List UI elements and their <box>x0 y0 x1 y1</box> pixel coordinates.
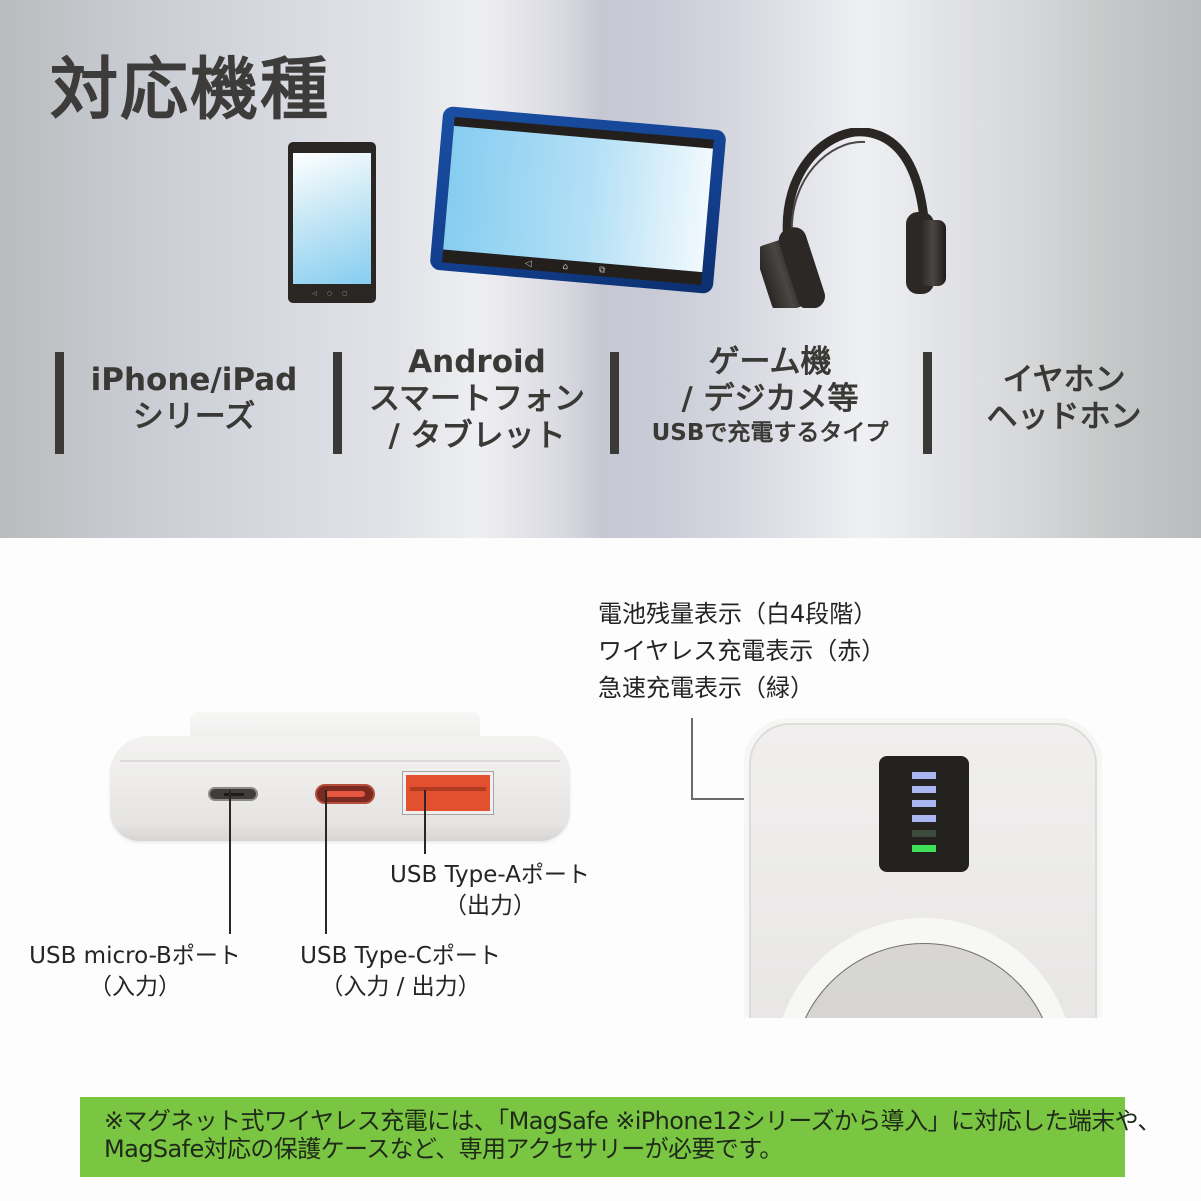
category-iphone-ipad: iPhone/iPad シリーズ <box>88 362 300 436</box>
wireless-charging-note: ワイヤレス充電表示（赤） <box>598 637 886 665</box>
category-line: イヤホン <box>1002 362 1126 398</box>
tablet-icon: ◁ ⌂ ⧉ <box>429 105 727 295</box>
body-groove <box>120 760 560 762</box>
fast-charging-note: 急速充電表示（緑） <box>598 674 814 702</box>
category-line: / デジカメ等 <box>681 381 859 418</box>
fast-charging-led <box>912 845 936 852</box>
micro-b-port <box>208 787 258 801</box>
category-divider <box>923 352 932 454</box>
led-indicator-panel <box>879 756 969 872</box>
tablet-screen <box>443 125 713 273</box>
battery-led-4 <box>912 815 936 822</box>
port-role: （入力） <box>89 974 181 1000</box>
category-game-camera: ゲーム機 / デジカメ等 USBで充電するタイプ <box>630 344 910 448</box>
category-android: Android スマートフォン / タブレット <box>352 344 602 456</box>
type-a-port <box>402 771 494 815</box>
port-role: （出力） <box>444 893 536 919</box>
footnote-text: ※マグネット式ワイヤレス充電には、「MagSafe ※iPhone12シリーズか… <box>104 1107 1161 1163</box>
headphones-icon <box>760 128 946 308</box>
page-title: 対応機種 <box>50 51 331 130</box>
type-c-port <box>315 784 375 804</box>
battery-led-1 <box>912 772 936 779</box>
magsafe-footnote: ※マグネット式ワイヤレス充電には、「MagSafe ※iPhone12シリーズか… <box>80 1097 1161 1177</box>
port-name: USB micro-Bポート <box>29 943 241 969</box>
battery-level-note: 電池残量表示（白4段階） <box>598 600 878 628</box>
tablet-bezel: ◁ ⌂ ⧉ <box>442 116 714 286</box>
category-divider <box>610 352 619 454</box>
category-line: ヘッドホン <box>986 399 1142 436</box>
battery-led-2 <box>912 786 936 793</box>
smartphone-icon: ◁ ○ ▢ <box>288 142 376 303</box>
category-line: シリーズ <box>132 399 256 436</box>
wireless-charging-led <box>912 830 936 837</box>
type-a-port-label: USB Type-Aポート （出力） <box>380 860 600 922</box>
category-line: iPhone/iPad <box>90 362 298 398</box>
footnote-line-2: MagSafe対応の保護ケースなど、専用アクセサリーが必要です。 <box>104 1135 783 1163</box>
power-bank-front-photo <box>744 718 1102 1018</box>
port-name: USB Type-Aポート <box>390 862 590 888</box>
category-divider <box>55 352 64 454</box>
category-subline: USBで充電するタイプ <box>651 420 889 447</box>
port-name: USB Type-Cポート <box>300 943 501 969</box>
category-earphones-headphones: イヤホン ヘッドホン <box>950 362 1178 436</box>
indicator-legend: 電池残量表示（白4段階） ワイヤレス充電表示（赤） 急速充電表示（緑） <box>598 596 885 707</box>
leader-line-type-c <box>325 790 327 934</box>
footnote-line-1: ※マグネット式ワイヤレス充電には、「MagSafe ※iPhone12シリーズか… <box>104 1107 1161 1135</box>
category-line: / タブレット <box>388 418 566 455</box>
category-line: スマートフォン <box>368 381 586 418</box>
category-line: Android <box>408 344 546 380</box>
micro-b-port-label: USB micro-Bポート （入力） <box>20 941 250 1003</box>
port-role: （入力 / 出力） <box>320 974 481 1000</box>
leader-line-type-a <box>424 790 426 854</box>
smartphone-nav-icons: ◁ ○ ▢ <box>312 290 352 297</box>
power-bank-side-photo <box>110 708 570 843</box>
type-c-port-label: USB Type-Cポート （入力 / 出力） <box>288 941 513 1003</box>
battery-led-3 <box>912 800 936 807</box>
smartphone-screen <box>293 153 371 284</box>
category-divider <box>333 352 342 454</box>
leader-line-micro-b <box>229 790 231 934</box>
leader-line-led-vertical <box>691 718 693 800</box>
category-line: ゲーム機 <box>708 344 832 380</box>
